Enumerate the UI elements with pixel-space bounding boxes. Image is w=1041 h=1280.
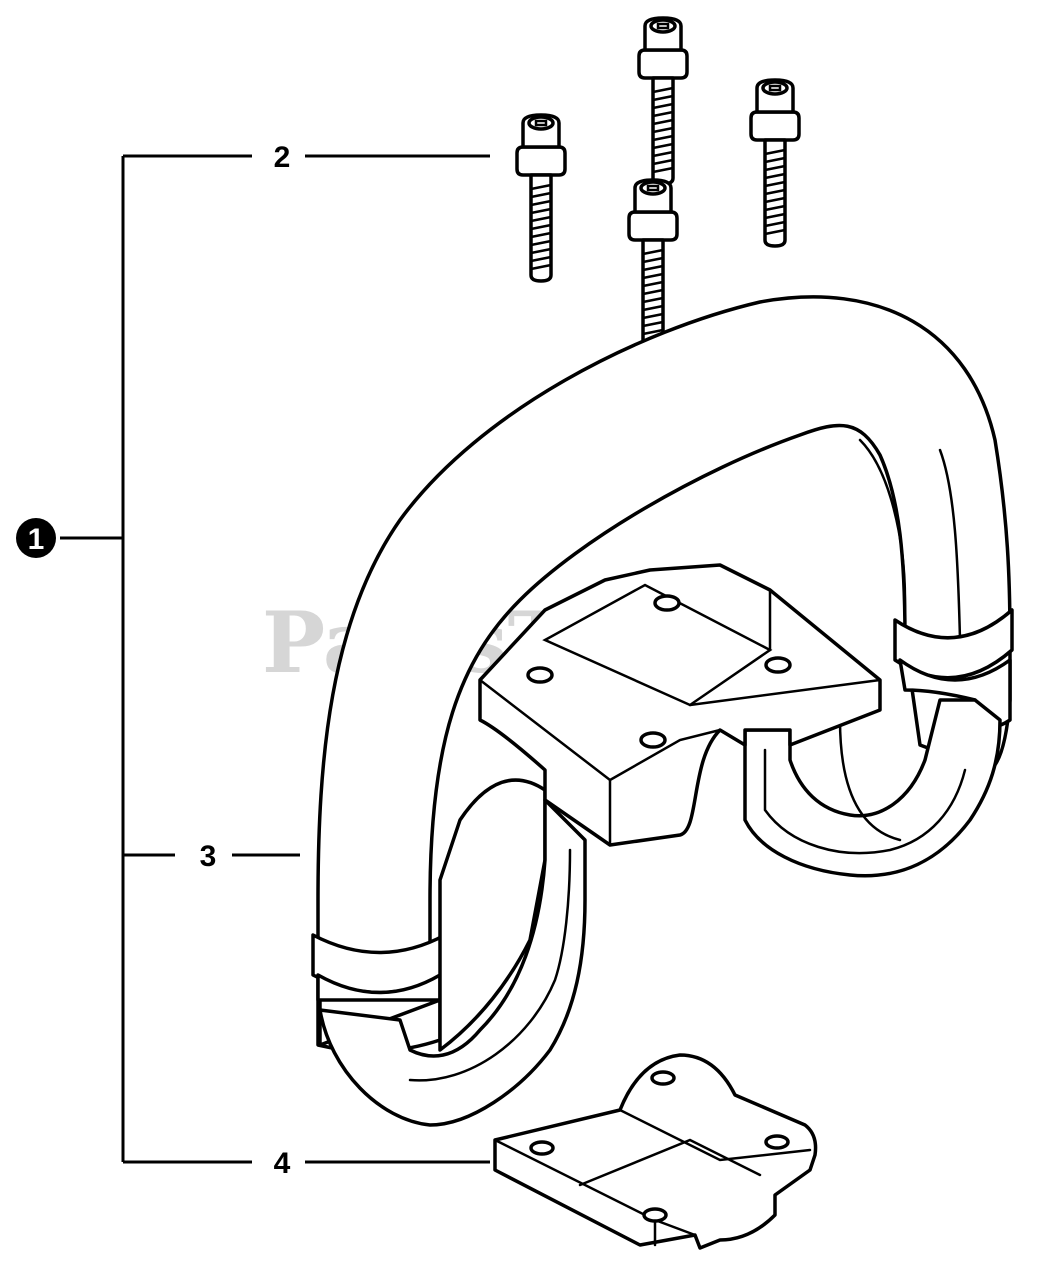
front-handle-icon [311, 295, 1014, 1127]
screw-icon-4 [627, 178, 679, 348]
callout-4-label: 4 [274, 1147, 291, 1180]
screw-icon-1 [515, 113, 567, 283]
callout-1-badge [16, 518, 56, 558]
clamp-plate-icon [493, 1053, 818, 1250]
callout-bracket [60, 154, 490, 1164]
callout-2-label: 2 [274, 141, 291, 174]
callout-3-label: 3 [200, 840, 217, 873]
callout-1-label: 1 [28, 523, 45, 556]
screw-icon-3 [749, 78, 801, 248]
screw-icon-2 [637, 16, 689, 186]
